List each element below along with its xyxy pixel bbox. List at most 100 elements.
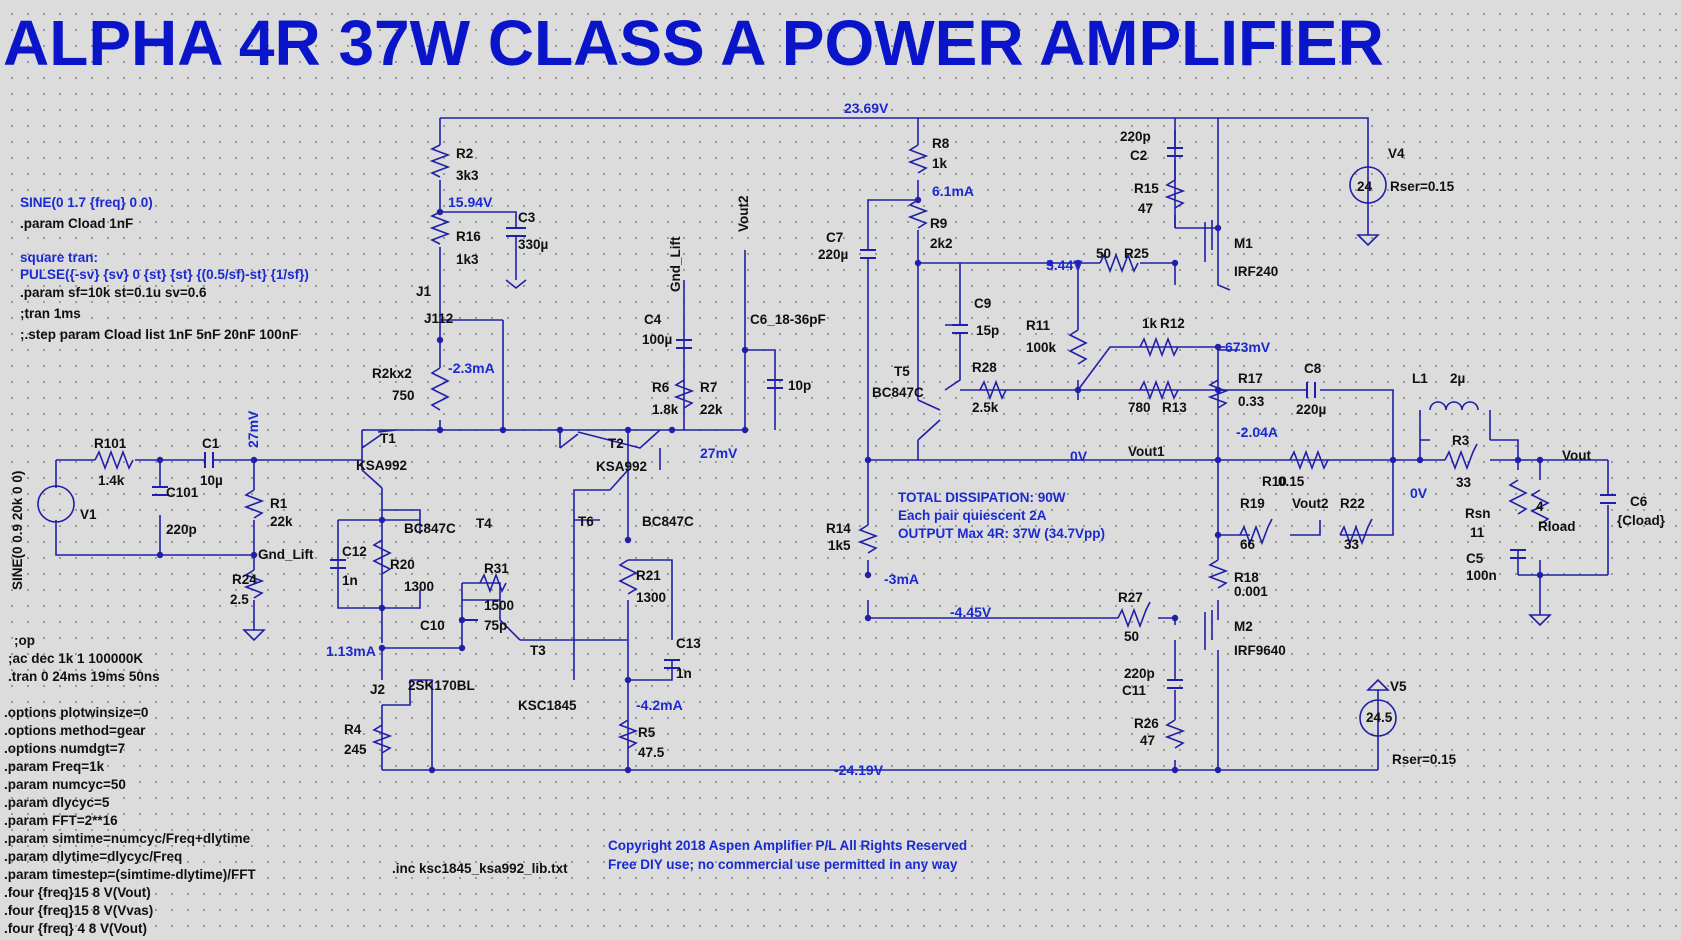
component-label: C11 bbox=[1122, 683, 1147, 698]
node-annotation: 27mV bbox=[700, 445, 738, 461]
component-label: Vout bbox=[1562, 448, 1591, 463]
junction-dot bbox=[1536, 571, 1544, 579]
spice-directive: .options plotwinsize=0 bbox=[4, 705, 148, 720]
node-annotation: 23.69V bbox=[844, 100, 889, 116]
component-label: 750 bbox=[392, 388, 415, 403]
component-label: C101 bbox=[166, 485, 199, 500]
spice-directive: SINE(0 1.7 {freq} 0 0) bbox=[20, 195, 153, 210]
component-label: R4 bbox=[344, 722, 362, 737]
component-label: R7 bbox=[700, 380, 717, 395]
component-label: 2SK170BL bbox=[408, 678, 475, 693]
junction-dot bbox=[1214, 766, 1222, 774]
component-label: C6 bbox=[1630, 494, 1648, 509]
component-label: 1k bbox=[1142, 316, 1158, 331]
component-label: J2 bbox=[370, 682, 385, 697]
component-label: R3 bbox=[1452, 433, 1470, 448]
component-label: R19 bbox=[1240, 496, 1265, 511]
spice-directive: .four {freq}15 8 V(Vout) bbox=[4, 885, 151, 900]
junction-dot bbox=[1046, 259, 1054, 267]
component-label: J112 bbox=[424, 311, 453, 326]
node-annotation: -24.19V bbox=[834, 762, 884, 778]
spice-directive: ;tran 1ms bbox=[20, 306, 81, 321]
junction-dot bbox=[1171, 259, 1179, 267]
design-note: TOTAL DISSIPATION: 90W bbox=[898, 490, 1066, 505]
component-label: 2k2 bbox=[930, 236, 953, 251]
component-label: T5 bbox=[894, 364, 910, 379]
junction-dot bbox=[436, 426, 444, 434]
component-label: R26 bbox=[1134, 716, 1159, 731]
v5-source-icon bbox=[1359, 699, 1397, 737]
component-label: {Cload} bbox=[1617, 513, 1666, 528]
spice-directive: PULSE({-sv} {sv} 0 {st} {st} {(0.5/sf)-s… bbox=[20, 267, 309, 282]
junction-dot bbox=[458, 644, 466, 652]
spice-directive: .param dlytime=dlycyc/Freq bbox=[4, 849, 182, 864]
component-label: R13 bbox=[1162, 400, 1187, 415]
spice-directive: .tran 0 24ms 19ms 50ns bbox=[8, 669, 160, 684]
v1-source-icon bbox=[37, 485, 75, 523]
component-label: 220p bbox=[1124, 666, 1155, 681]
component-label: 0.001 bbox=[1234, 584, 1268, 599]
junction-dot bbox=[624, 676, 632, 684]
component-label: 330µ bbox=[518, 237, 548, 252]
junction-dot bbox=[436, 208, 444, 216]
component-label: R10 bbox=[1262, 474, 1287, 489]
junction-dot bbox=[914, 259, 922, 267]
junction-dot bbox=[1514, 456, 1522, 464]
junction-dot bbox=[1214, 386, 1222, 394]
component-label: R17 bbox=[1238, 371, 1263, 386]
schematic-text: SINE(0 1.7 {freq} 0 0).param Cload 1nFsq… bbox=[4, 100, 1666, 936]
spice-directive: .param Freq=1k bbox=[4, 759, 105, 774]
component-label: 22k bbox=[270, 514, 293, 529]
component-label: T4 bbox=[476, 516, 492, 531]
component-label: R21 bbox=[636, 568, 661, 583]
junction-dot bbox=[1214, 456, 1222, 464]
component-label: C7 bbox=[826, 230, 843, 245]
junction-dot bbox=[1074, 386, 1082, 394]
component-label: 100µ bbox=[642, 332, 672, 347]
spice-directive: .options numdgt=7 bbox=[4, 741, 125, 756]
spice-directive: .param dlycyc=5 bbox=[4, 795, 110, 810]
design-note: OUTPUT Max 4R: 37W (34.7Vpp) bbox=[898, 526, 1105, 541]
component-label: 220p bbox=[166, 522, 197, 537]
component-label: V1 bbox=[80, 507, 97, 522]
component-label: 47 bbox=[1140, 733, 1155, 748]
component-label: R2kx2 bbox=[372, 366, 412, 381]
spice-directive: SINE(0 0.9 20k 0 0) bbox=[10, 471, 25, 590]
component-label: 50 bbox=[1124, 629, 1139, 644]
component-label: T3 bbox=[530, 643, 546, 658]
component-label: 245 bbox=[344, 742, 367, 757]
voltage-sources bbox=[37, 166, 1397, 737]
component-label: 50 bbox=[1096, 246, 1111, 261]
component-label: 100k bbox=[1026, 340, 1057, 355]
component-label: C5 bbox=[1466, 551, 1484, 566]
node-annotation: 673mV bbox=[1225, 339, 1271, 355]
node-annotation: 6.1mA bbox=[932, 183, 974, 199]
component-label: KSA992 bbox=[596, 459, 647, 474]
component-label: R8 bbox=[932, 136, 950, 151]
component-label: 33 bbox=[1456, 475, 1472, 490]
component-label: IRF9640 bbox=[1234, 643, 1286, 658]
component-label: R14 bbox=[826, 521, 851, 536]
spice-directive: .options method=gear bbox=[4, 723, 146, 738]
junction-dot bbox=[436, 336, 444, 344]
v4-source-icon bbox=[1349, 166, 1387, 204]
junction-dots bbox=[156, 196, 1544, 774]
component-label: R25 bbox=[1124, 246, 1149, 261]
spice-directive: ;.step param Cload list 1nF 5nF 20nF 100… bbox=[20, 327, 298, 342]
component-label: M2 bbox=[1234, 619, 1253, 634]
component-label: 24.5 bbox=[1366, 710, 1393, 725]
junction-dot bbox=[1171, 614, 1179, 622]
junction-dot bbox=[624, 766, 632, 774]
junction-dot bbox=[428, 766, 436, 774]
node-annotation: -4.45V bbox=[950, 604, 992, 620]
spice-directive: .param numcyc=50 bbox=[4, 777, 126, 792]
component-label: T1 bbox=[380, 431, 396, 446]
junction-dot bbox=[741, 346, 749, 354]
component-label: R24 bbox=[232, 572, 257, 587]
component-label: KSA992 bbox=[356, 458, 407, 473]
spice-directive: .param simtime=numcyc/Freq+dlytime bbox=[4, 831, 251, 846]
junction-dot bbox=[1389, 456, 1397, 464]
node-annotation: 1.13mA bbox=[326, 643, 376, 659]
spice-directive: square tran: bbox=[20, 250, 98, 265]
junction-dot bbox=[378, 644, 386, 652]
